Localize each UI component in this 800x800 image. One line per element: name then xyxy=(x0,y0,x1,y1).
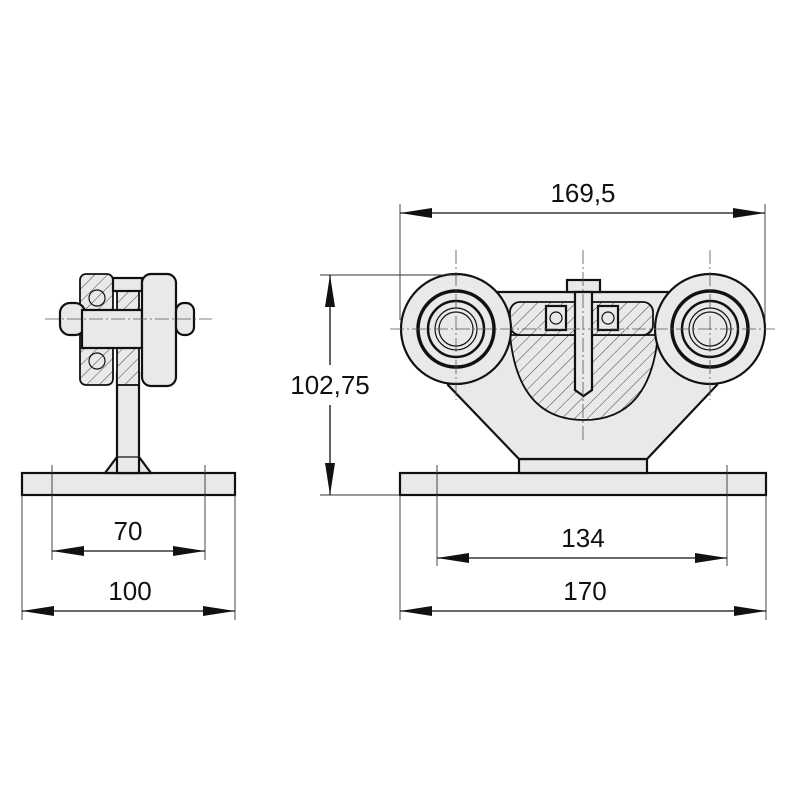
front-base-plate xyxy=(398,471,768,497)
dim-label-70: 70 xyxy=(114,516,143,546)
front-bolt-head xyxy=(565,278,602,294)
dim-overall-length: 169,5 xyxy=(399,178,766,320)
bearing-ball-left xyxy=(549,311,563,325)
dim-front-plate-length: 170 xyxy=(399,495,767,620)
front-bearing-right xyxy=(596,304,620,332)
dim-label-170: 170 xyxy=(563,576,606,606)
bearing-ball-right xyxy=(601,311,615,325)
dim-label-169-5: 169,5 xyxy=(550,178,615,208)
front-view xyxy=(390,250,775,566)
dim-front-hole-spacing: 134 xyxy=(437,523,727,563)
side-view xyxy=(20,272,237,560)
front-pedestal xyxy=(517,457,649,475)
side-wheel xyxy=(140,272,178,388)
dim-side-hole-spacing: 70 xyxy=(52,516,205,556)
side-axle xyxy=(80,308,144,350)
side-base-plate xyxy=(20,471,237,497)
dim-label-134: 134 xyxy=(561,523,604,553)
front-bolt-shank xyxy=(573,290,594,398)
dim-height: 102,75 xyxy=(290,274,458,496)
dim-label-102-75: 102,75 xyxy=(290,370,370,400)
dim-label-100: 100 xyxy=(108,576,151,606)
side-stem xyxy=(115,371,141,475)
side-nut xyxy=(111,276,144,293)
dim-side-plate-width: 100 xyxy=(21,495,236,620)
bearing-ball-bottom xyxy=(88,352,106,370)
front-bearing-left xyxy=(544,304,568,332)
bearing-ball-top xyxy=(88,289,106,307)
